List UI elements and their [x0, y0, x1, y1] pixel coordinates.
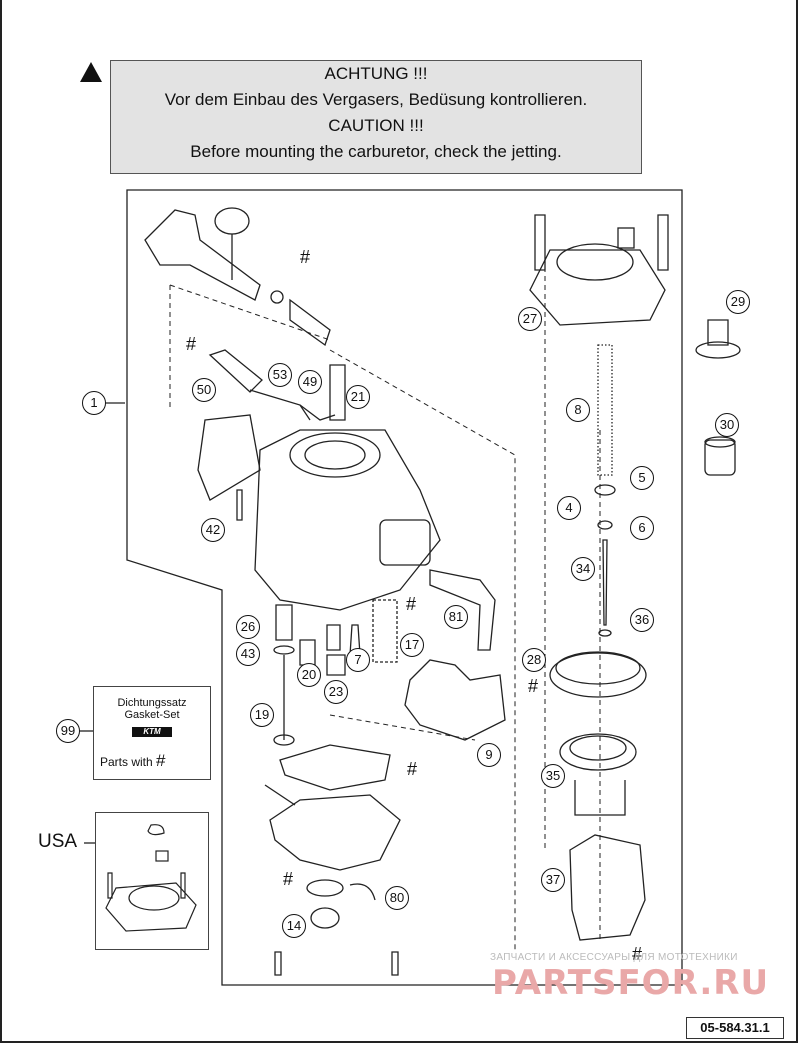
hash-marker: #	[528, 676, 539, 696]
hash-marker: #	[283, 869, 294, 889]
callout-30: 30	[715, 413, 739, 437]
callout-81: 81	[444, 605, 468, 629]
callout-26: 26	[236, 615, 260, 639]
callout-6: 6	[630, 516, 654, 540]
callout-50: 50	[192, 378, 216, 402]
callout-23: 23	[324, 680, 348, 704]
hash-marker: #	[407, 759, 418, 779]
callout-1: 1	[82, 391, 106, 415]
gasket-kit-title-en: Gasket-Set	[124, 709, 180, 721]
warning-text-de: Vor dem Einbau des Vergasers, Bedüsung k…	[164, 90, 588, 109]
throttle-slide	[569, 834, 646, 941]
hash-marker: #	[406, 594, 417, 614]
callout-35: 35	[541, 764, 565, 788]
hash-marker: #	[156, 751, 166, 770]
callout-34: 34	[571, 557, 595, 581]
usa-inset-box	[95, 812, 209, 950]
gasket-kit-title-de: Dichtungssatz	[117, 697, 187, 709]
hash-marker: #	[300, 247, 311, 267]
accelerator-pump	[404, 659, 506, 741]
watermark-brand: PARTSFOR.RU	[492, 963, 770, 1003]
diaphragm	[549, 652, 647, 698]
callout-8: 8	[566, 398, 590, 422]
callout-17: 17	[400, 633, 424, 657]
slide-spring	[597, 344, 613, 476]
gasket-kit-box: Dichtungssatz Gasket-Set KTM Parts with …	[93, 686, 211, 780]
assembly-outline	[126, 189, 683, 986]
callout-14: 14	[282, 914, 306, 938]
callout-49: 49	[298, 370, 322, 394]
callout-21: 21	[346, 385, 370, 409]
carburetor-body	[254, 429, 441, 611]
callout-37: 37	[541, 868, 565, 892]
usa-label: USA	[38, 831, 78, 852]
top-cap	[529, 249, 666, 326]
callout-4: 4	[557, 496, 581, 520]
watermark-tagline: ЗАПЧАСТИ И АКСЕССУАРЫ ДЛЯ МОТОТЕХНИКИ	[490, 952, 738, 963]
callout-43: 43	[236, 642, 260, 666]
parts-with-text: Parts with	[100, 755, 153, 769]
callout-20: 20	[297, 663, 321, 687]
warning-title-en: CAUTION !!!	[328, 116, 424, 135]
callout-19: 19	[250, 703, 274, 727]
drawing-code: 05-584.31.1	[686, 1017, 784, 1039]
warning-triangle-icon	[80, 62, 102, 82]
callout-5: 5	[630, 466, 654, 490]
callout-99: 99	[56, 719, 80, 743]
callout-36: 36	[630, 608, 654, 632]
hash-marker: #	[186, 334, 197, 354]
float-bowl-gasket	[279, 744, 391, 791]
jet-needle	[602, 539, 608, 626]
callout-28: 28	[522, 648, 546, 672]
ktm-logo: KTM	[132, 727, 172, 737]
callout-7: 7	[346, 648, 370, 672]
float-bowl	[269, 794, 401, 871]
callout-53: 53	[268, 363, 292, 387]
callout-27: 27	[518, 307, 542, 331]
parts-with-label: Parts with #	[100, 751, 166, 771]
warning-box: ACHTUNG !!! Vor dem Einbau des Vergasers…	[110, 60, 642, 174]
callout-80: 80	[385, 886, 409, 910]
warning-title-de: ACHTUNG !!!	[324, 64, 428, 83]
usa-inset-drawing	[105, 824, 197, 932]
hose	[429, 569, 496, 651]
warning-text-en: Before mounting the carburetor, check th…	[190, 142, 562, 161]
callout-42: 42	[201, 518, 225, 542]
throttle-linkage	[144, 209, 261, 301]
callout-29: 29	[726, 290, 750, 314]
callout-9: 9	[477, 743, 501, 767]
hash-marker: #	[632, 944, 643, 964]
